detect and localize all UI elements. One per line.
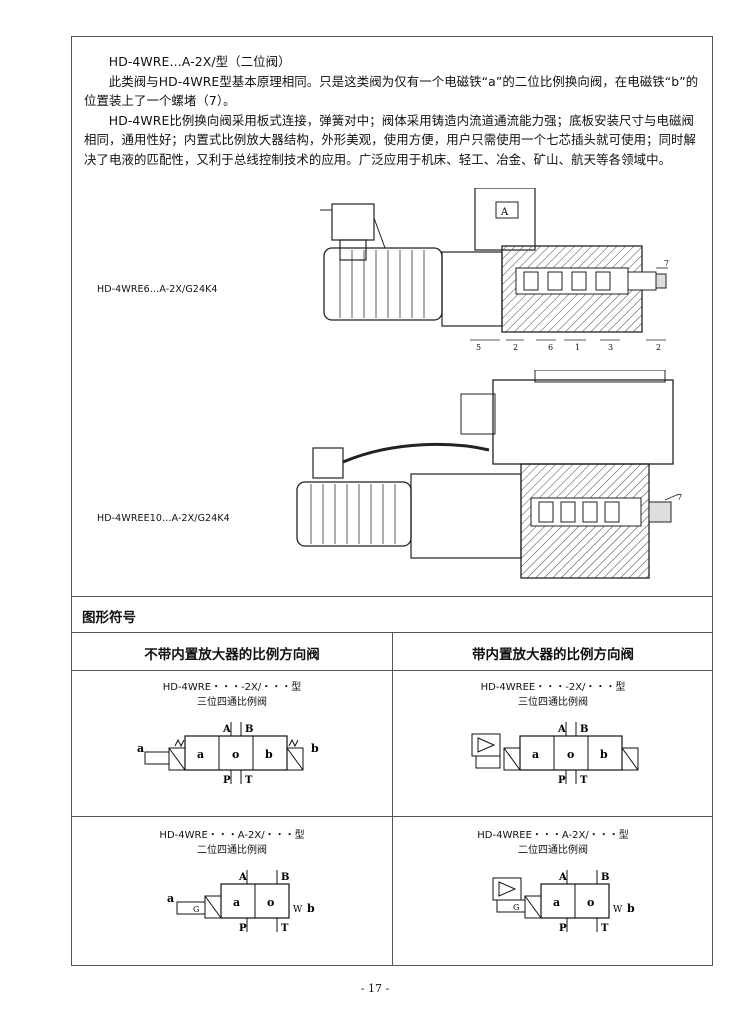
valve-drawing-2: 7 bbox=[296, 370, 682, 579]
cell-2-type: 三位四通比例阀 bbox=[518, 697, 588, 708]
divider-3 bbox=[71, 670, 713, 671]
svg-text:T: T bbox=[601, 923, 609, 934]
svg-text:a: a bbox=[197, 748, 204, 761]
svg-text:b: b bbox=[265, 748, 273, 761]
left-column-head: 不带内置放大器的比例方向阀 bbox=[144, 647, 320, 663]
cell-1-type: 三位四通比例阀 bbox=[197, 697, 267, 708]
coil-letter: A bbox=[500, 207, 509, 218]
svg-text:o: o bbox=[232, 748, 239, 761]
svg-text:b: b bbox=[627, 902, 635, 915]
cell-3-title: HD-4WRE・・・A-2X/・・・型 二位四通比例阀 bbox=[72, 828, 392, 858]
svg-text:P: P bbox=[559, 923, 567, 934]
svg-text:o: o bbox=[267, 896, 274, 909]
svg-text:o: o bbox=[587, 896, 594, 909]
intro-title: HD-4WRE…A-2X/型（二位阀） bbox=[108, 54, 291, 69]
svg-text:T: T bbox=[281, 923, 289, 934]
cell-3-model: HD-4WRE・・・A-2X/・・・型 bbox=[159, 830, 305, 841]
svg-text:P: P bbox=[239, 923, 247, 934]
cell-2-model: HD-4WREE・・・-2X/・・・型 bbox=[480, 682, 626, 693]
model-label-1: HD-4WRE6…A-2X/G24K4 bbox=[97, 284, 218, 295]
svg-text:a: a bbox=[137, 742, 144, 755]
cell-3-type: 二位四通比例阀 bbox=[197, 845, 267, 856]
cell-4-title: HD-4WREE・・・A-2X/・・・型 二位四通比例阀 bbox=[393, 828, 713, 858]
svg-text:B: B bbox=[245, 724, 253, 735]
cell-1-model: HD-4WRE・・・-2X/・・・型 bbox=[162, 682, 302, 693]
svg-text:P: P bbox=[223, 775, 231, 786]
svg-text:a: a bbox=[167, 892, 174, 905]
svg-text:b: b bbox=[600, 748, 608, 761]
symbol-2pos-no-amp: A B P T a o W b a G bbox=[167, 870, 315, 934]
svg-text:A: A bbox=[558, 872, 567, 883]
svg-text:T: T bbox=[580, 775, 588, 786]
right-column-head: 带内置放大器的比例方向阀 bbox=[472, 647, 634, 663]
svg-text:a: a bbox=[233, 896, 240, 909]
svg-text:b: b bbox=[311, 742, 319, 755]
callout-1: 1 bbox=[575, 343, 580, 352]
cell-1-title: HD-4WRE・・・-2X/・・・型 三位四通比例阀 bbox=[72, 680, 392, 710]
page-number: - 17 - bbox=[360, 982, 390, 995]
intro-para-2: HD-4WRE比例换向阀采用板式连接，弹簧对中；阀体采用铸造内流道通流能力强；底… bbox=[84, 112, 697, 167]
symbol-3pos-with-amp: A B P T a o b bbox=[471, 722, 639, 786]
divider-1 bbox=[71, 596, 713, 597]
svg-text:B: B bbox=[580, 724, 588, 735]
svg-text:T: T bbox=[245, 775, 253, 786]
svg-text:b: b bbox=[307, 902, 315, 915]
model-label-2: HD-4WREE10…A-2X/G24K4 bbox=[97, 513, 230, 524]
svg-text:W: W bbox=[613, 905, 623, 915]
svg-text:A: A bbox=[222, 724, 231, 735]
intro-text: HD-4WRE…A-2X/型（二位阀） 此类阀与HD-4WRE型基本原理相同。只… bbox=[84, 52, 704, 169]
callout-7: 7 bbox=[664, 259, 669, 268]
svg-text:B: B bbox=[601, 872, 609, 883]
svg-text:P: P bbox=[558, 775, 566, 786]
cell-2-title: HD-4WREE・・・-2X/・・・型 三位四通比例阀 bbox=[393, 680, 713, 710]
svg-text:B: B bbox=[281, 872, 289, 883]
valve-drawing-1: A 5 2 6 1 3 2 7 bbox=[320, 188, 669, 352]
svg-text:a: a bbox=[553, 896, 560, 909]
svg-text:a: a bbox=[532, 748, 539, 761]
section-title: 图形符号 bbox=[82, 610, 136, 626]
svg-text:G: G bbox=[193, 905, 199, 914]
callout-2b: 2 bbox=[656, 343, 661, 352]
callout-2a: 2 bbox=[513, 343, 518, 352]
svg-text:W: W bbox=[293, 905, 303, 915]
svg-text:A: A bbox=[557, 724, 566, 735]
intro-para-1: 此类阀与HD-4WRE型基本原理相同。只是这类阀为仅有一个电磁铁“a”的二位比例… bbox=[84, 73, 699, 109]
svg-text:G: G bbox=[513, 903, 519, 912]
svg-text:A: A bbox=[238, 872, 247, 883]
symbol-3pos-no-amp: A B P T a o b a b bbox=[137, 722, 319, 786]
cell-4-model: HD-4WREE・・・A-2X/・・・型 bbox=[477, 830, 629, 841]
callout-5: 5 bbox=[476, 343, 481, 352]
callout-3: 3 bbox=[608, 343, 613, 352]
cell-4-type: 二位四通比例阀 bbox=[518, 845, 588, 856]
callout-6: 6 bbox=[548, 343, 553, 352]
divider-4 bbox=[71, 816, 713, 817]
symbol-2pos-with-amp: A B P T a o W b G bbox=[492, 870, 635, 934]
svg-text:o: o bbox=[567, 748, 574, 761]
column-divider bbox=[392, 632, 393, 966]
callout-7-b: 7 bbox=[677, 493, 682, 502]
